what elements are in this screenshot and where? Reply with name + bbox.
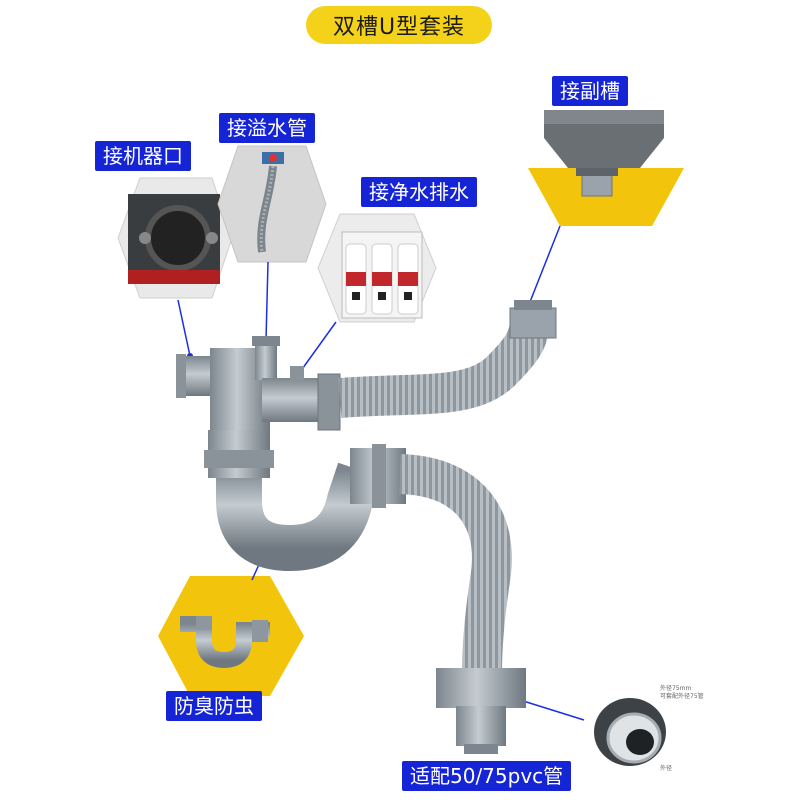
overflow-hose-inset xyxy=(217,145,327,263)
label-sub-sink: 接副槽 xyxy=(552,76,628,106)
label-pvc-fit: 适配50/75pvc管 xyxy=(402,761,572,791)
sub-sink-inset xyxy=(528,110,684,226)
adapter-note-1: 外径75mm xyxy=(660,684,691,692)
page-title: 双槽U型套装 xyxy=(306,6,492,44)
adapter-note-3: 外径 xyxy=(660,764,672,772)
u-trap-inset xyxy=(158,576,304,696)
label-purifier-drain: 接净水排水 xyxy=(361,177,477,207)
pvc-adapter-inset: 外径75mm 可套配外径75管 外径 xyxy=(572,684,704,776)
drain-pipe-assembly xyxy=(176,300,557,754)
water-purifier-inset xyxy=(317,213,437,323)
machine-port-inset xyxy=(117,177,233,299)
label-odor-insect: 防臭防虫 xyxy=(166,691,262,721)
label-machine-port: 接机器口 xyxy=(95,141,191,171)
adapter-note-2: 可套配外径75管 xyxy=(660,692,704,700)
label-overflow-pipe: 接溢水管 xyxy=(219,113,315,143)
